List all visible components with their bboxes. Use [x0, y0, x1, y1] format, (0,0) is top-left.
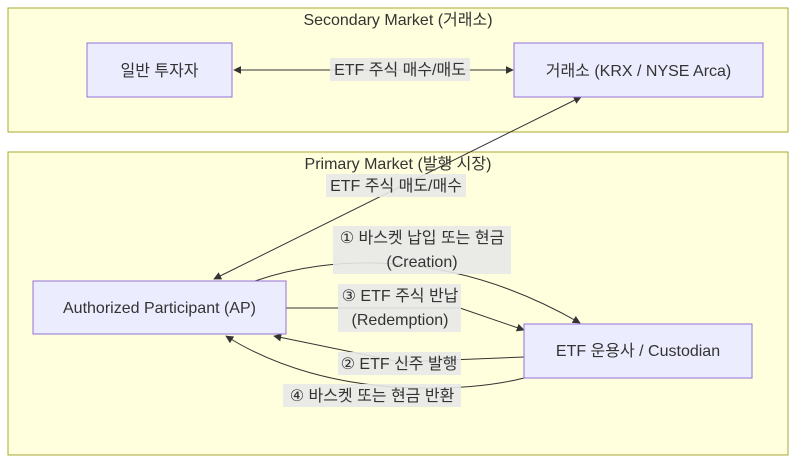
label-return: ④ 바스켓 또는 현금 반환 [283, 384, 461, 407]
label-issue: ② ETF 신주 발행 [338, 352, 461, 375]
node-authorized-participant: Authorized Participant (AP) [32, 280, 287, 335]
primary-market-title: Primary Market (발행 시장) [305, 155, 492, 173]
svg-text:일반 투자자: 일반 투자자 [120, 62, 198, 80]
label-investor-exchange: ETF 주식 매수/매도 [330, 58, 470, 81]
svg-text:ETF 주식 매도/매수: ETF 주식 매도/매수 [330, 177, 462, 195]
svg-text:ETF 주식 매수/매도: ETF 주식 매수/매도 [334, 61, 466, 79]
svg-text:(Redemption): (Redemption) [352, 312, 449, 329]
node-exchange: 거래소 (KRX / NYSE Arca) [513, 42, 764, 98]
svg-text:④ 바스켓 또는 현금 반환: ④ 바스켓 또는 현금 반환 [290, 387, 455, 405]
label-redemption: ③ ETF 주식 반납 (Redemption) [338, 284, 461, 332]
svg-text:② ETF 신주 발행: ② ETF 신주 발행 [341, 355, 458, 373]
svg-text:ETF 운용사 / Custodian: ETF 운용사 / Custodian [556, 342, 720, 360]
svg-text:거래소 (KRX / NYSE Arca): 거래소 (KRX / NYSE Arca) [546, 62, 732, 80]
svg-text:(Creation): (Creation) [386, 254, 457, 271]
label-creation: ① 바스켓 납입 또는 현금 (Creation) [333, 226, 511, 274]
label-exchange-ap: ETF 주식 매도/매수 [326, 174, 466, 197]
svg-text:③ ETF 주식 반납: ③ ETF 주식 반납 [342, 287, 459, 305]
node-investor: 일반 투자자 [86, 42, 233, 98]
svg-text:Authorized Participant (AP): Authorized Participant (AP) [63, 300, 256, 317]
node-custodian: ETF 운용사 / Custodian [523, 323, 753, 379]
edge-labels: ETF 주식 매수/매도 ETF 주식 매도/매수 ① 바스켓 납입 또는 현금… [283, 58, 511, 407]
secondary-market-title: Secondary Market (거래소) [303, 11, 492, 29]
svg-text:① 바스켓 납입 또는 현금: ① 바스켓 납입 또는 현금 [340, 229, 505, 247]
